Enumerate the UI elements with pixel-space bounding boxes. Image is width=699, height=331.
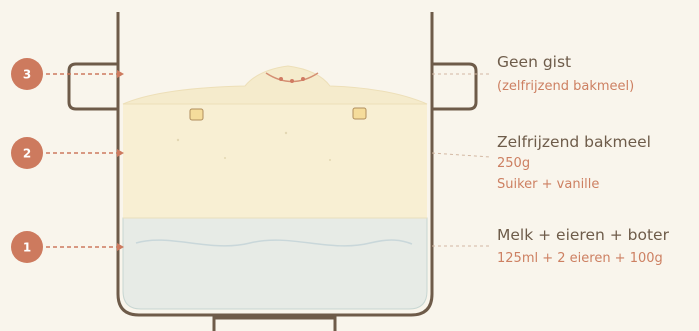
flour-speck [329, 159, 331, 161]
liquid-wave [135, 239, 413, 247]
step-badge-2: 2 [11, 137, 43, 169]
butter-cube [189, 108, 204, 121]
right-handle [432, 62, 478, 111]
step-3-title: Geen gist [497, 53, 571, 71]
arrowhead-2 [117, 149, 124, 157]
step-number: 3 [23, 68, 31, 82]
arrowhead-3 [117, 70, 124, 78]
left-handle [67, 62, 118, 111]
dough-dot [301, 77, 305, 81]
arrowhead-1 [117, 243, 124, 251]
step-3-detail: (zelfrijzend bakmeel) [497, 79, 634, 94]
liquid-layer [122, 217, 428, 310]
step-1-title: Melk + eieren + boter [497, 226, 670, 244]
flour-speck [176, 138, 180, 142]
step-badge-1: 1 [11, 231, 43, 263]
connector-2 [431, 152, 491, 158]
flour-speck [284, 131, 288, 135]
pan-foot [212, 316, 337, 331]
step-number: 1 [23, 241, 31, 255]
butter-cube [352, 107, 367, 120]
flour-layer [123, 104, 427, 218]
step-2-extra: Suiker + vanille [497, 177, 599, 192]
step-number: 2 [23, 147, 31, 161]
flour-speck [224, 157, 226, 159]
pan-outline [116, 12, 434, 317]
dough-dot [290, 79, 294, 83]
dough-dot [279, 77, 283, 81]
step-2-title: Zelfrijzend bakmeel [497, 133, 651, 151]
dough-dome [122, 65, 428, 105]
step-2-amount: 250g [497, 156, 530, 171]
step-1-detail: 125ml + 2 eieren + 100g [497, 251, 663, 266]
step-badge-3: 3 [11, 58, 43, 90]
